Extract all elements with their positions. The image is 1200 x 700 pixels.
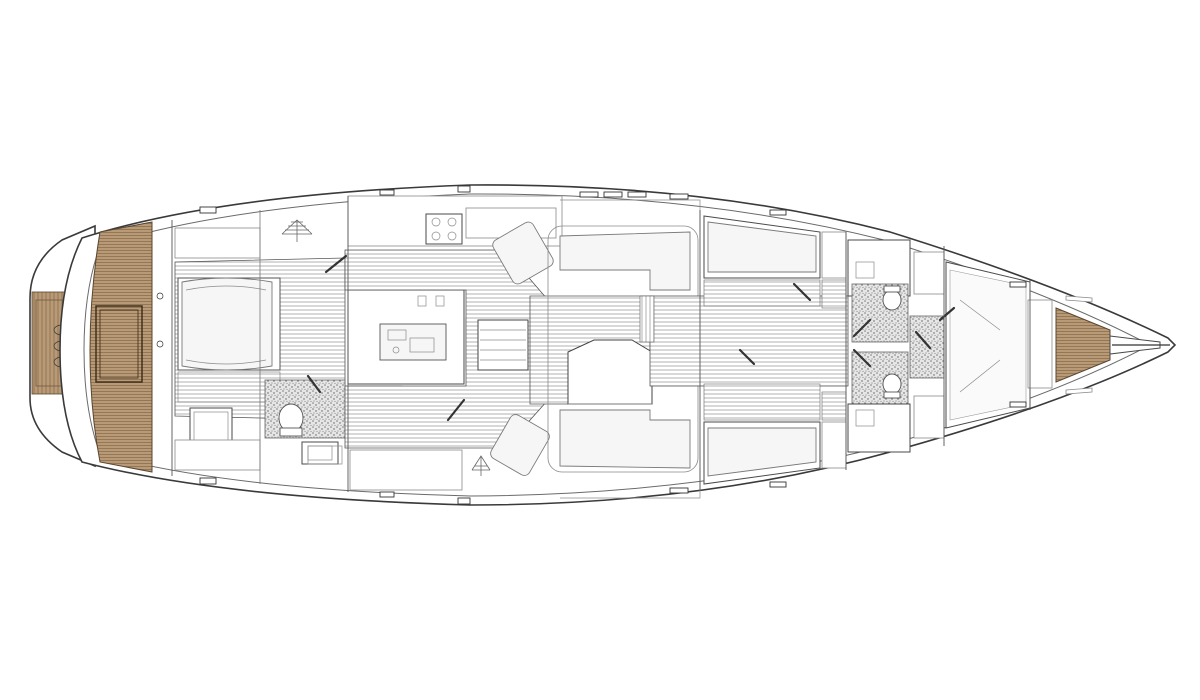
deck-fittings [199, 185, 1027, 505]
aft-double-berth [181, 277, 273, 371]
forward-starboard-cabin [703, 383, 847, 485]
aft-cabinet-stbd [174, 439, 261, 471]
forepeak-cabin [945, 261, 1053, 429]
bulkheads [171, 196, 1031, 492]
saloon-sole [344, 249, 549, 449]
cabin-doors [306, 254, 956, 422]
aft-cabinet-port [174, 227, 261, 259]
decorative-plant-icon [471, 455, 491, 476]
aft-head [264, 379, 346, 465]
decorative-plant-icon [281, 219, 313, 242]
toilet-icon [882, 373, 902, 399]
stove-burner-icon [431, 231, 441, 241]
toilet-icon [278, 403, 304, 437]
saloon-table [567, 339, 653, 405]
saloon-starboard-settee [490, 409, 701, 499]
stove-burner-icon [447, 217, 457, 227]
central-corridor [649, 295, 849, 387]
forward-port-cabin [703, 215, 847, 309]
saloon-port-settee [492, 199, 701, 291]
companionway-steps [477, 319, 529, 371]
corridor-hatch [639, 295, 655, 343]
aft-teak-deck [89, 221, 164, 473]
stove-burner-icon [431, 217, 441, 227]
bow-teak-deck [1055, 295, 1170, 395]
stove-burner-icon [447, 231, 457, 241]
forward-heads [847, 239, 945, 453]
toilet-icon [882, 285, 902, 311]
